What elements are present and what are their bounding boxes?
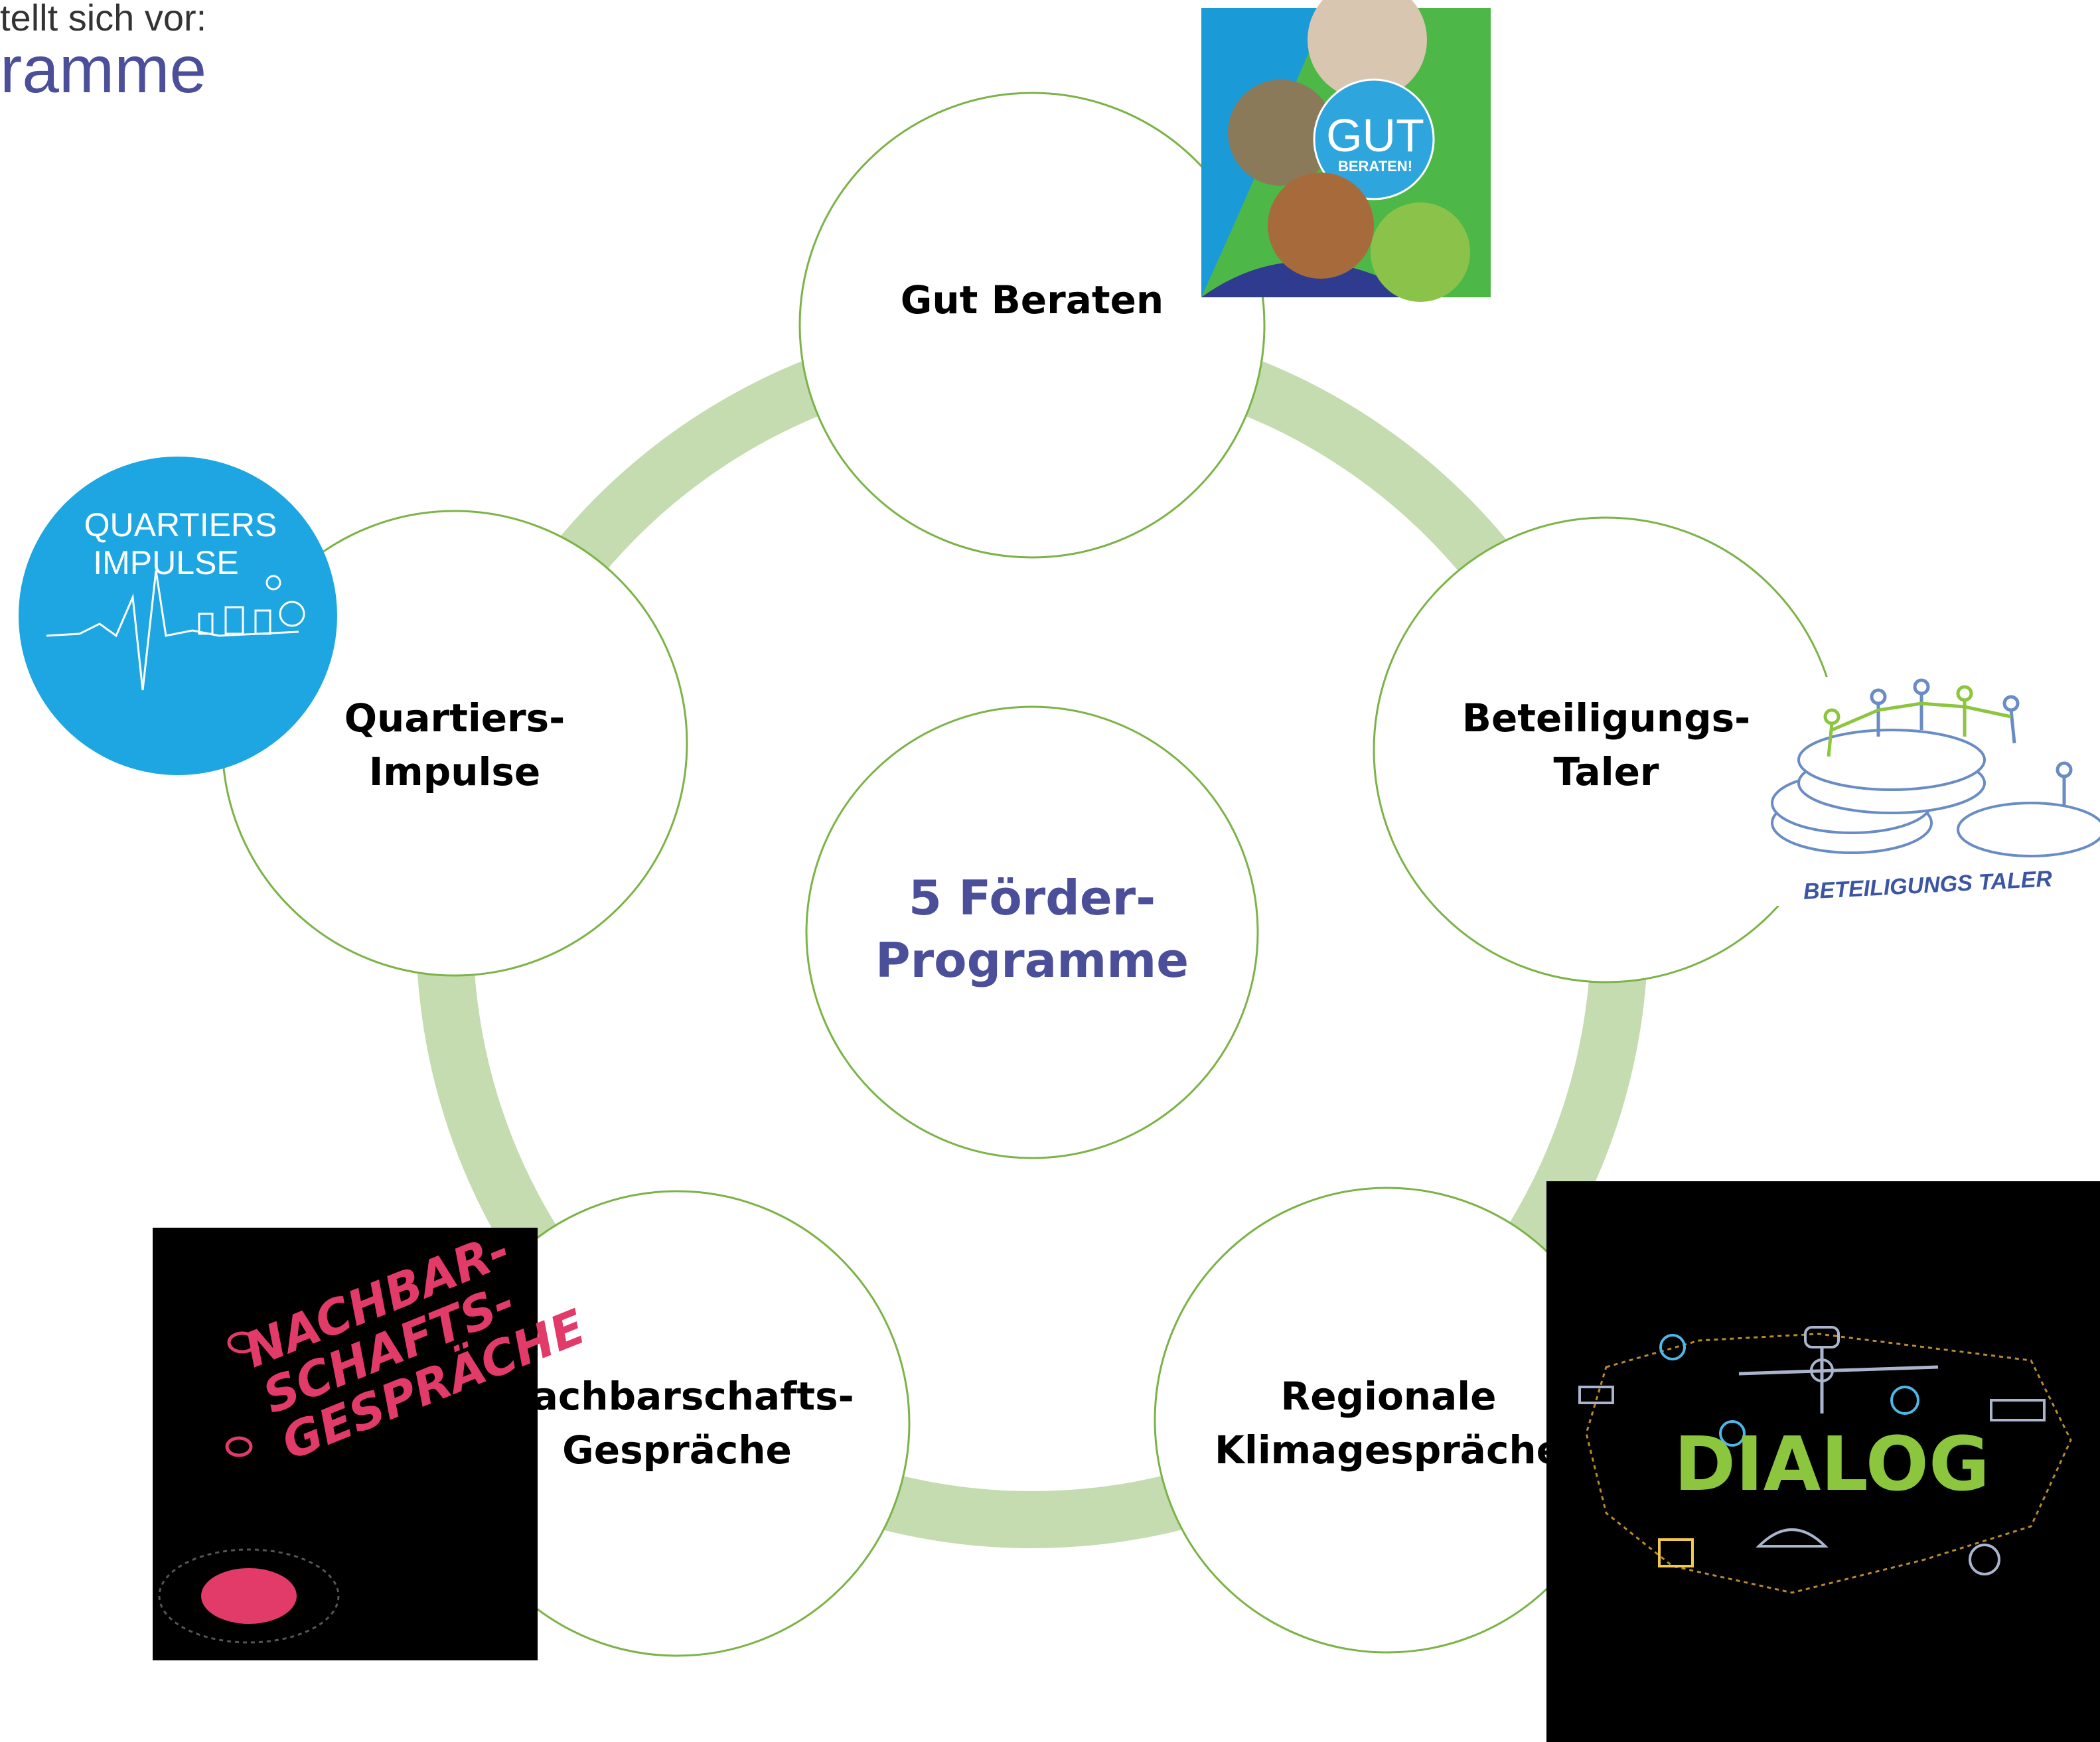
quartiers-logo-line2: IMPULSE [93, 544, 239, 581]
node-label-gut-beraten: Gut Beraten [901, 277, 1163, 323]
node-label-nachbarschafts-line1: Nachbarschafts- [500, 1374, 854, 1419]
node-label-nachbarschafts-line2: Gespräche [562, 1427, 792, 1473]
quartiers-impulse-logo: QUARTIERS IMPULSE [19, 457, 337, 775]
node-label-quartiers-line1: Quartiers- [344, 695, 565, 741]
gut-beraten-logo: GUT BERATEN! [1201, 0, 1491, 302]
node-label-regionale-line2: Klimagespräche [1215, 1427, 1562, 1473]
node-label-regionale-line1: Regionale [1281, 1374, 1497, 1419]
dialog-logo-text: DIALOG [1674, 1421, 1990, 1508]
center-circle [805, 705, 1259, 1159]
gut-beraten-logo-line2: BERATEN! [1338, 158, 1412, 175]
beteiligungs-taler-logo: BETEILIGUNGS TALER [1756, 677, 2100, 906]
quartiers-logo-line1: QUARTIERS [84, 506, 277, 544]
center-label-line1: 5 Förder- [909, 870, 1156, 926]
header-subtitle: tellt sich vor: [0, 0, 207, 38]
header-title: ramme [0, 33, 207, 107]
node-label-beteiligungs-taler-line1: Beteiligungs- [1462, 695, 1750, 741]
dialog-logo: DIALOG [1546, 1181, 2100, 1742]
center-label-line2: Programme [875, 932, 1189, 988]
node-circle-gut-beraten[interactable] [798, 92, 1266, 559]
node-label-beteiligungs-taler-line2: Taler [1553, 749, 1659, 794]
gut-beraten-logo-line1: GUT [1326, 109, 1424, 161]
nachbarschafts-logo: NACHBAR- SCHAFTS- GESPRÄCHE [153, 1222, 593, 1660]
node-label-quartiers-line2: Impulse [369, 749, 541, 794]
